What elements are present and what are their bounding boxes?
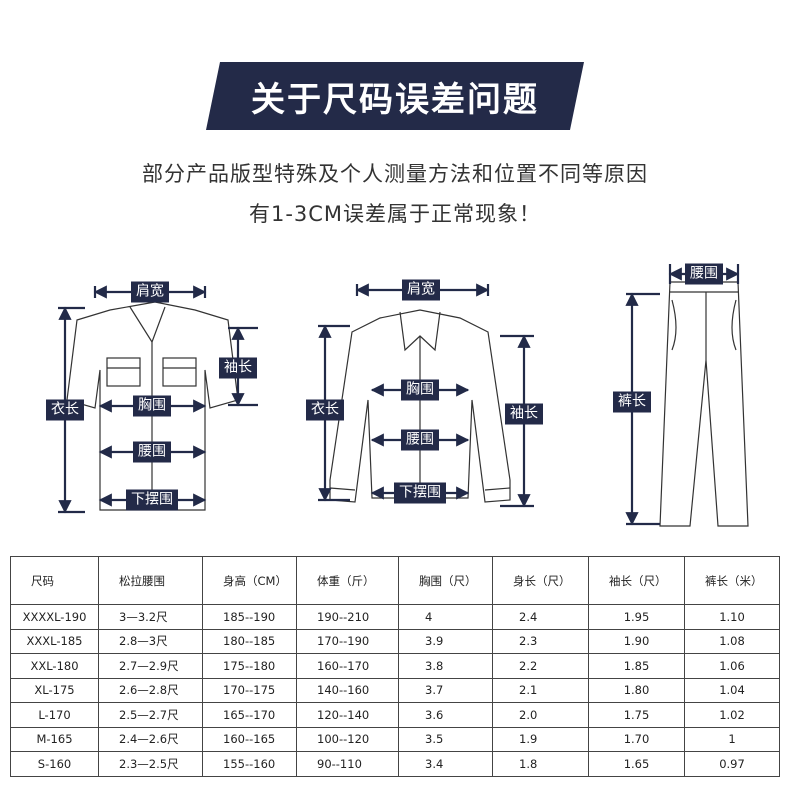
cell-waist: 2.6—2.8尺: [98, 677, 203, 703]
cell-waist: 2.4—2.6尺: [98, 726, 203, 752]
label-hem-short: 下摆围: [126, 489, 178, 511]
cell-waist: 2.5—2.7尺: [98, 702, 203, 728]
cell-waist: 2.3—2.5尺: [98, 751, 203, 777]
pants-drawing: [659, 281, 749, 527]
cell-weight: 90--110: [296, 751, 399, 777]
cell-chest: 3.5: [398, 726, 493, 752]
cell-waist: 2.7—2.9尺: [98, 653, 203, 679]
label-length-pants: 裤长: [613, 391, 651, 413]
banner-title: 关于尺码误差问题: [251, 79, 539, 120]
title-banner: 关于尺码误差问题: [206, 62, 584, 130]
cell-pants-length: 1.08: [684, 628, 780, 654]
cell-sleeve: 1.95: [588, 604, 685, 630]
cell-chest: 3.9: [398, 628, 493, 654]
label-shoulder-long: 肩宽: [402, 279, 440, 301]
cell-pants-length: 1.10: [684, 604, 780, 630]
cell-chest: 3.8: [398, 653, 493, 679]
cell-size: XXXXL-190: [10, 604, 99, 630]
intro-line-1: 部分产品版型特殊及个人测量方法和位置不同等原因: [142, 162, 648, 186]
cell-height: 175--180: [202, 653, 297, 679]
measurement-figures: 肩宽 袖长 衣长 胸围 腰围 下摆围 肩宽 衣长 袖长 胸围 腰围 下摆围 腰围…: [0, 250, 790, 550]
cell-chest: 4: [398, 604, 493, 630]
header-weight: 体重（斤）: [296, 556, 399, 605]
cell-sleeve: 1.75: [588, 702, 685, 728]
cell-sleeve: 1.90: [588, 628, 685, 654]
cell-body-length: 2.2: [492, 653, 589, 679]
cell-weight: 120--140: [296, 702, 399, 728]
cell-weight: 140--160: [296, 677, 399, 703]
cell-body-length: 2.4: [492, 604, 589, 630]
size-table: 尺码 松拉腰围 身高（CM） 体重（斤） 胸围（尺） 身长（尺） 袖长（尺） 裤…: [10, 556, 780, 777]
label-sleeve-long: 袖长: [505, 403, 543, 425]
cell-sleeve: 1.65: [588, 751, 685, 777]
cell-height: 185--190: [202, 604, 297, 630]
cell-pants-length: 1: [684, 726, 780, 752]
cell-weight: 160--170: [296, 653, 399, 679]
cell-size: XL-175: [10, 677, 99, 703]
label-chest-short: 胸围: [133, 395, 171, 417]
cell-pants-length: 1.02: [684, 702, 780, 728]
label-shoulder-short: 肩宽: [131, 281, 169, 303]
label-hem-long: 下摆围: [394, 482, 446, 504]
cell-height: 170--175: [202, 677, 297, 703]
table-header-row: 尺码 松拉腰围 身高（CM） 体重（斤） 胸围（尺） 身长（尺） 袖长（尺） 裤…: [10, 556, 780, 605]
cell-chest: 3.6: [398, 702, 493, 728]
cell-weight: 100--120: [296, 726, 399, 752]
cell-height: 160--165: [202, 726, 297, 752]
cell-weight: 190--210: [296, 604, 399, 630]
cell-waist: 3—3.2尺: [98, 604, 203, 630]
cell-body-length: 2.3: [492, 628, 589, 654]
label-waist-pants: 腰围: [685, 263, 723, 285]
cell-pants-length: 1.06: [684, 653, 780, 679]
long-sleeve-shirt-drawing: [329, 309, 511, 503]
header-waist: 松拉腰围: [98, 556, 203, 605]
label-waist-short: 腰围: [133, 441, 171, 463]
header-sleeve: 袖长（尺）: [588, 556, 685, 605]
header-chest: 胸围（尺）: [398, 556, 493, 605]
cell-chest: 3.7: [398, 677, 493, 703]
cell-sleeve: 1.80: [588, 677, 685, 703]
cell-body-length: 1.8: [492, 751, 589, 777]
label-length-long: 衣长: [306, 399, 344, 421]
label-chest-long: 胸围: [401, 379, 439, 401]
label-length-short: 衣长: [46, 399, 84, 421]
cell-pants-length: 1.04: [684, 677, 780, 703]
cell-weight: 170--190: [296, 628, 399, 654]
cell-waist: 2.8—3尺: [98, 628, 203, 654]
cell-height: 155--160: [202, 751, 297, 777]
header-height: 身高（CM）: [202, 556, 297, 605]
cell-body-length: 2.1: [492, 677, 589, 703]
cell-size: XXL-180: [10, 653, 99, 679]
cell-size: L-170: [10, 702, 99, 728]
cell-sleeve: 1.70: [588, 726, 685, 752]
cell-body-length: 1.9: [492, 726, 589, 752]
cell-pants-length: 0.97: [684, 751, 780, 777]
header-size: 尺码: [10, 556, 99, 605]
cell-size: XXXL-185: [10, 628, 99, 654]
cell-size: M-165: [10, 726, 99, 752]
intro-line-2: 有1-3CM误差属于正常现象！: [248, 202, 542, 226]
cell-height: 165--170: [202, 702, 297, 728]
label-sleeve-short: 袖长: [219, 357, 257, 379]
cell-sleeve: 1.85: [588, 653, 685, 679]
header-pants-length: 裤长（米）: [684, 556, 780, 605]
measurement-illustration: [58, 264, 749, 527]
cell-body-length: 2.0: [492, 702, 589, 728]
header-body-length: 身长（尺）: [492, 556, 589, 605]
cell-chest: 3.4: [398, 751, 493, 777]
cell-size: S-160: [10, 751, 99, 777]
cell-height: 180--185: [202, 628, 297, 654]
label-waist-long: 腰围: [401, 429, 439, 451]
